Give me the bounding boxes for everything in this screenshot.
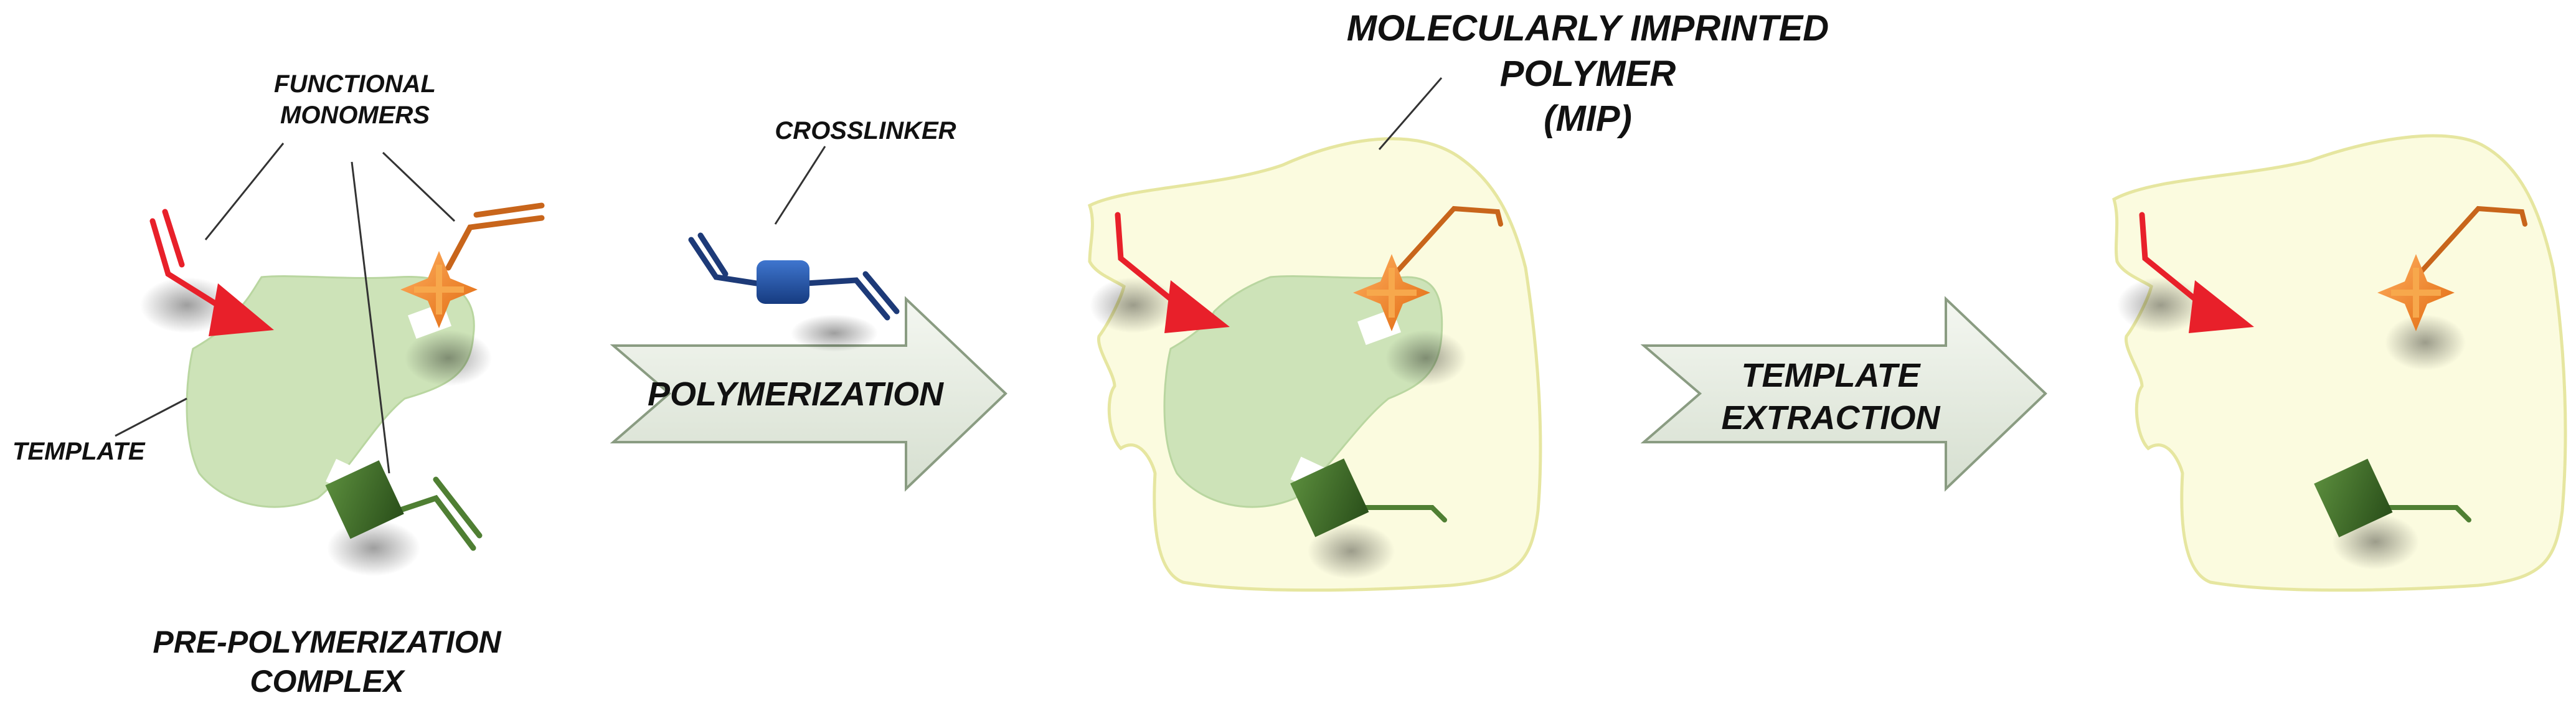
shadow — [327, 520, 420, 576]
triangle-arrow-icon — [209, 283, 274, 336]
template-label: TEMPLATE — [12, 438, 145, 465]
shadow — [1385, 330, 1466, 386]
leader-line — [382, 151, 456, 222]
square-icon — [2314, 458, 2393, 537]
shadow — [405, 330, 492, 386]
functional-monomers-label: FUNCTIONAL MONOMERS — [274, 70, 436, 129]
leader-line — [351, 161, 390, 474]
rounded-rect-icon — [757, 260, 809, 304]
polymerization-arrow — [610, 296, 1007, 492]
star-cross-icon — [2377, 254, 2455, 331]
shadow — [140, 277, 234, 333]
triangle-arrow-icon — [2189, 280, 2254, 333]
star-cross-icon — [1353, 254, 1430, 331]
square-icon — [1290, 458, 1369, 537]
mip-title-label: MOLECULARLY IMPRINTED POLYMER (MIP) — [1346, 8, 1829, 139]
square-icon — [325, 460, 404, 539]
shadow — [1308, 523, 1395, 579]
template-extraction-arrow — [1640, 296, 2047, 492]
triangle-arrow-icon — [1164, 280, 1230, 333]
leader-line — [1378, 77, 1443, 150]
shadow — [2385, 314, 2466, 371]
crosslinker-molecule — [688, 232, 900, 352]
crosslinker-label: CROSSLINKER — [775, 117, 956, 144]
template-extraction-label: TEMPLATE EXTRACTION — [1721, 357, 1940, 437]
extracted-polymer-shape — [2112, 134, 2567, 592]
shadow — [791, 314, 878, 352]
leader-line — [774, 146, 826, 225]
leader-line — [204, 143, 285, 240]
leader-line — [115, 397, 187, 437]
polymerization-label: POLYMERIZATION — [648, 376, 943, 413]
pre-polymerization-complex-label: PRE-POLYMERIZATION COMPLEX — [153, 625, 501, 699]
star-cross-icon — [400, 251, 478, 328]
shadow — [1090, 277, 1177, 333]
